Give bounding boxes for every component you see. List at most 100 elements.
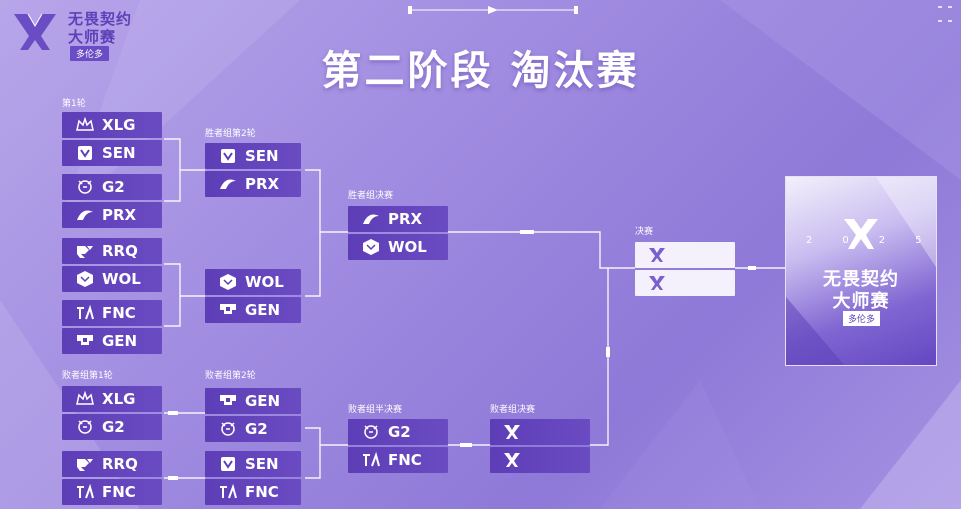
- team-name: XLG: [102, 116, 136, 134]
- team-slot-lower-r2-4[interactable]: FNC: [205, 479, 301, 505]
- vct-logo-icon: [504, 425, 520, 439]
- stage-label-upper-final: 胜者组决赛: [348, 191, 394, 201]
- team-name: XLG: [102, 390, 136, 408]
- team-name: GEN: [245, 392, 281, 410]
- team-name: G2: [102, 418, 125, 436]
- lower-final-slot-2[interactable]: [490, 447, 590, 473]
- team-name: GEN: [102, 332, 138, 350]
- gen-g-icon: [217, 301, 239, 319]
- logo-title-line1: 无畏契约: [68, 10, 133, 28]
- team-slot-lower-r1-3[interactable]: RRQ: [62, 451, 162, 477]
- vct-logo-icon: [14, 13, 56, 50]
- prx-arrow-icon: [360, 210, 382, 228]
- team-name: PRX: [388, 210, 423, 228]
- wolves-icon: [217, 273, 239, 291]
- vct-logo-icon: [504, 453, 520, 467]
- gen-g-icon: [217, 392, 239, 410]
- wolves-icon: [360, 238, 382, 256]
- team-slot-lower-r2-2[interactable]: G2: [205, 416, 301, 442]
- vct-logo-icon: [844, 219, 878, 249]
- team-slot-lower-r1-2[interactable]: G2: [62, 414, 162, 440]
- fnatic-icon: [74, 483, 96, 501]
- g2-samurai-icon: [74, 178, 96, 196]
- team-name: PRX: [245, 175, 280, 193]
- team-slot-upper-r1-6[interactable]: WOL: [62, 266, 162, 292]
- sen-shield-icon: [217, 147, 239, 165]
- team-slot-lower-r1-4[interactable]: FNC: [62, 479, 162, 505]
- team-slot-upper-r1-7[interactable]: FNC: [62, 300, 162, 326]
- team-name: FNC: [388, 451, 422, 469]
- stage-label-upper-r2: 胜者组第2轮: [205, 129, 256, 139]
- team-name: SEN: [245, 147, 279, 165]
- page-title: 第二阶段 淘汰赛: [321, 48, 640, 94]
- prx-arrow-icon: [74, 206, 96, 224]
- team-name: WOL: [245, 273, 284, 291]
- stage-label-grand-final: 决赛: [635, 227, 654, 237]
- team-slot-lower-semi-1[interactable]: G2: [348, 419, 448, 445]
- team-slot-upper-r1-3[interactable]: G2: [62, 174, 162, 200]
- sen-shield-icon: [217, 455, 239, 473]
- stage-label-lower-r2: 败者组第2轮: [205, 371, 256, 381]
- team-name: FNC: [102, 483, 136, 501]
- team-slot-upper-r2-3[interactable]: WOL: [205, 269, 301, 295]
- team-slot-lower-r2-3[interactable]: SEN: [205, 451, 301, 477]
- vct-logo-icon: [649, 248, 665, 262]
- champion-year: 2025: [806, 235, 937, 246]
- team-slot-upper-r1-8[interactable]: GEN: [62, 328, 162, 354]
- team-slot-upper-r1-4[interactable]: PRX: [62, 202, 162, 228]
- lower-final-slot-1[interactable]: [490, 419, 590, 445]
- team-name: SEN: [245, 455, 279, 473]
- team-slot-upper-r1-5[interactable]: RRQ: [62, 238, 162, 264]
- stage-label-upper-r1: 第1轮: [62, 99, 86, 109]
- g2-samurai-icon: [74, 418, 96, 436]
- event-logo: 无畏契约 大师赛 多伦多: [10, 6, 140, 62]
- prx-arrow-icon: [217, 175, 239, 193]
- fnatic-icon: [74, 304, 96, 322]
- team-slot-lower-r2-1[interactable]: GEN: [205, 388, 301, 414]
- team-name: G2: [102, 178, 125, 196]
- team-name: RRQ: [102, 455, 138, 473]
- team-name: G2: [388, 423, 411, 441]
- stage-label-lower-final: 败者组决赛: [490, 405, 536, 415]
- rrq-icon: [74, 455, 96, 473]
- champion-location-tag: 多伦多: [843, 311, 881, 326]
- xlg-crown-icon: [74, 390, 96, 408]
- team-name: FNC: [245, 483, 279, 501]
- team-slot-upper-final-1[interactable]: PRX: [348, 206, 448, 232]
- team-name: WOL: [102, 270, 141, 288]
- champion-card-decoration: [786, 177, 936, 365]
- logo-title-line2: 大师赛: [68, 28, 117, 46]
- team-name: RRQ: [102, 242, 138, 260]
- team-name: GEN: [245, 301, 281, 319]
- team-name: WOL: [388, 238, 427, 256]
- stage-label-lower-semi: 败者组半决赛: [348, 405, 403, 415]
- team-slot-upper-r2-2[interactable]: PRX: [205, 171, 301, 197]
- team-slot-upper-r2-1[interactable]: SEN: [205, 143, 301, 169]
- sen-shield-icon: [74, 144, 96, 162]
- team-slot-upper-final-2[interactable]: WOL: [348, 234, 448, 260]
- gen-g-icon: [74, 332, 96, 350]
- top-decoration: [408, 6, 578, 14]
- team-name: G2: [245, 420, 268, 438]
- logo-location-tag: 多伦多: [70, 46, 110, 61]
- team-slot-upper-r1-2[interactable]: SEN: [62, 140, 162, 166]
- team-name: FNC: [102, 304, 136, 322]
- team-slot-upper-r1-1[interactable]: XLG: [62, 112, 162, 138]
- rrq-icon: [74, 242, 96, 260]
- xlg-crown-icon: [74, 116, 96, 134]
- team-slot-lower-r1-1[interactable]: XLG: [62, 386, 162, 412]
- team-slot-upper-r2-4[interactable]: GEN: [205, 297, 301, 323]
- wolves-icon: [74, 270, 96, 288]
- g2-samurai-icon: [360, 423, 382, 441]
- grand-final-slot-1[interactable]: [635, 242, 735, 268]
- team-slot-lower-semi-2[interactable]: FNC: [348, 447, 448, 473]
- fnatic-icon: [217, 483, 239, 501]
- champion-title-line1: 无畏契约: [823, 269, 899, 290]
- team-name: PRX: [102, 206, 137, 224]
- fnatic-icon: [360, 451, 382, 469]
- corner-decoration: [938, 6, 952, 22]
- grand-final-slot-2[interactable]: [635, 270, 735, 296]
- champion-title-line2: 大师赛: [832, 291, 890, 312]
- g2-samurai-icon: [217, 420, 239, 438]
